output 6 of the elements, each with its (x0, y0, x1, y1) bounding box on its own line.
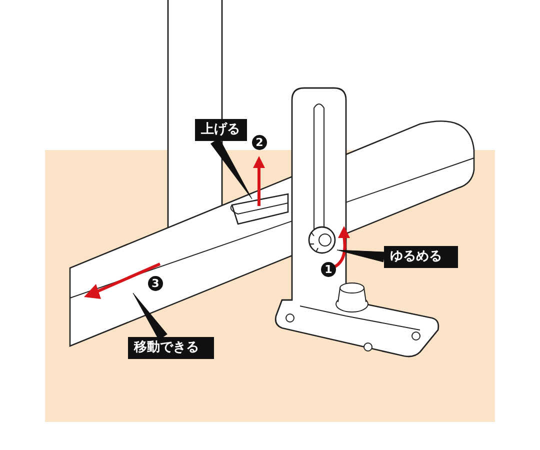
sliding-plate (230, 193, 289, 225)
callout-label: 上げる (195, 119, 247, 141)
leader-line (336, 250, 385, 262)
callout-label: 移動できる (128, 337, 214, 359)
leader-line (210, 138, 252, 200)
callout-number: 2 (252, 135, 267, 150)
